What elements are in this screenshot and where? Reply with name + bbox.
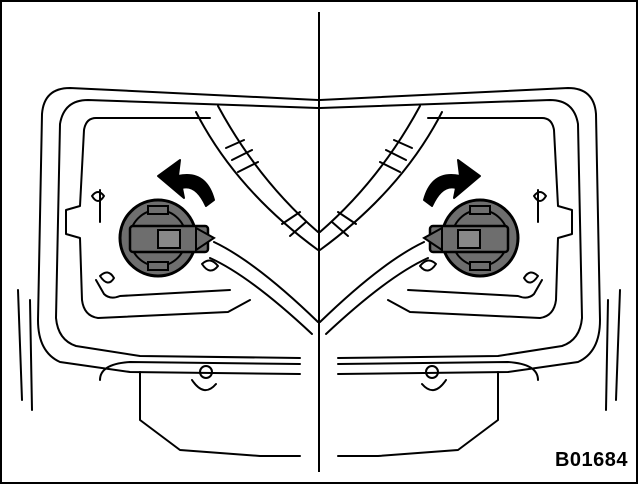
left-bulb-socket xyxy=(118,198,216,278)
right-clip-lower-left xyxy=(419,259,437,272)
right-bulb-socket xyxy=(422,198,520,278)
right-edge-lines xyxy=(605,289,621,411)
right-housing-inner xyxy=(319,99,583,359)
right-clip-lower-right xyxy=(523,271,539,284)
left-lower-housing xyxy=(99,361,301,457)
left-lower-screw xyxy=(199,365,213,379)
right-socket-wire-edge xyxy=(325,257,429,335)
counterclockwise-arrow-icon xyxy=(157,159,215,207)
left-connector-latch xyxy=(157,229,181,249)
right-clip-upper-right xyxy=(533,191,547,202)
left-clip-lower-right xyxy=(201,259,219,272)
left-harness-ties xyxy=(225,139,307,237)
left-panel xyxy=(17,87,319,457)
left-housing-inner xyxy=(55,99,319,359)
left-lower-boss xyxy=(191,379,217,391)
right-lower-boss xyxy=(421,379,447,391)
right-harness-upper xyxy=(319,111,443,251)
right-housing-outline xyxy=(319,87,601,375)
right-connector-tip xyxy=(422,226,443,252)
left-edge-lines xyxy=(17,289,33,411)
right-recess xyxy=(387,117,573,319)
right-recess-detail xyxy=(407,189,543,299)
right-lower-screw xyxy=(425,365,439,379)
right-panel xyxy=(319,87,621,457)
left-connector-tip xyxy=(195,226,216,252)
right-harness-ties xyxy=(331,139,413,237)
clockwise-arrow-icon xyxy=(423,159,481,207)
left-recess-detail xyxy=(95,189,231,299)
left-housing-outline xyxy=(37,87,319,375)
right-connector-latch xyxy=(457,229,481,249)
left-harness-lower xyxy=(217,105,319,233)
right-socket-wire xyxy=(319,241,425,323)
right-socket-tabs xyxy=(469,205,491,271)
left-socket-wire-edge xyxy=(209,257,313,335)
left-recess xyxy=(65,117,251,319)
left-clip-upper-left xyxy=(91,191,105,202)
right-lower-housing xyxy=(337,361,539,457)
left-clip-lower-left xyxy=(99,271,115,284)
left-socket-tabs xyxy=(147,205,169,271)
right-harness-lower xyxy=(319,105,421,233)
left-harness-upper xyxy=(195,111,319,251)
left-socket-wire xyxy=(213,241,319,323)
figure-code-label: B01684 xyxy=(554,449,628,471)
